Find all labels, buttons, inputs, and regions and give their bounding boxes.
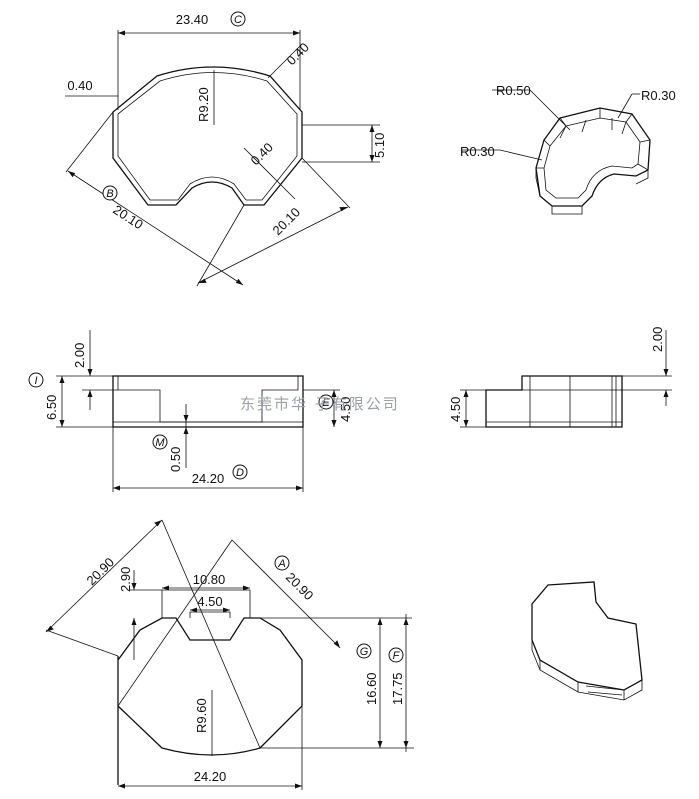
dim-bot-h1: 16.60 bbox=[364, 672, 379, 705]
dim-bot-h2: 17.75 bbox=[390, 672, 405, 705]
dim-bot-slot-depth: 2.90 bbox=[118, 567, 133, 592]
dim-top-diag-right: 20.10 bbox=[270, 205, 304, 239]
callout-i: I bbox=[34, 375, 37, 387]
dim-bot-diag-left: 20.90 bbox=[84, 555, 118, 589]
dim-top-diag-left: 20.10 bbox=[110, 202, 145, 232]
dim-bot-width: 24.20 bbox=[194, 769, 227, 784]
dim-side-top-h: 2.00 bbox=[72, 343, 87, 368]
iso-r3-label: R0.30 bbox=[460, 144, 495, 159]
iso-view-top: R0.50 R0.30 R0.30 bbox=[460, 83, 676, 215]
dim-top-corner-in: 0.40 bbox=[67, 78, 92, 93]
iso-view-bottom bbox=[531, 581, 643, 701]
dim-top-corner-out: 0.40 bbox=[284, 40, 313, 69]
callout-m: M bbox=[155, 437, 165, 449]
dim-right-top-h: 2.00 bbox=[650, 327, 665, 352]
dim-top-inner: 0.40 bbox=[248, 140, 277, 169]
dim-side-base: 0.50 bbox=[168, 447, 183, 472]
front-view: 2.00 6.50 I 4.50 E 0.50 M 24.20 D bbox=[28, 330, 353, 492]
top-view-inner-outline bbox=[117, 72, 298, 201]
callout-e: E bbox=[322, 397, 330, 409]
callout-a: A bbox=[277, 558, 285, 570]
dim-side-total-h: 6.50 bbox=[44, 395, 59, 420]
callout-c: C bbox=[234, 14, 242, 26]
dim-top-radius: R9.20 bbox=[196, 87, 211, 122]
top-view: 23.40 C 0.40 0.40 R9.20 0.40 5.10 20.10 … bbox=[65, 11, 387, 287]
dim-bot-radius: R9.60 bbox=[194, 698, 209, 733]
watermark: 东莞市华 子有限公司 bbox=[240, 395, 400, 413]
callout-b: B bbox=[106, 188, 113, 200]
callout-g: G bbox=[360, 646, 369, 658]
dim-top-notch: 5.10 bbox=[372, 133, 387, 158]
top-view-outline bbox=[112, 66, 303, 206]
dim-right-body-h: 4.50 bbox=[448, 397, 463, 422]
dim-bot-slot-inner: 4.50 bbox=[197, 594, 222, 609]
bottom-view-outline bbox=[117, 617, 303, 785]
dim-top-width: 23.40 bbox=[176, 12, 209, 27]
right-side-view: 2.00 4.50 bbox=[448, 327, 672, 428]
iso-r2-label: R0.30 bbox=[641, 88, 676, 103]
callout-d: D bbox=[236, 467, 244, 479]
bottom-view: 20.90 20.90 A 2.90 10.80 4.50 16.60 G bbox=[45, 519, 414, 790]
dim-bot-slot-outer: 10.80 bbox=[193, 572, 226, 587]
dim-side-width: 24.20 bbox=[192, 471, 225, 486]
dim-side-body-h: 4.50 bbox=[338, 397, 353, 422]
callout-f: F bbox=[393, 650, 401, 662]
iso-r1-label: R0.50 bbox=[496, 83, 531, 98]
dim-bot-diag-right: 20.90 bbox=[283, 570, 317, 604]
